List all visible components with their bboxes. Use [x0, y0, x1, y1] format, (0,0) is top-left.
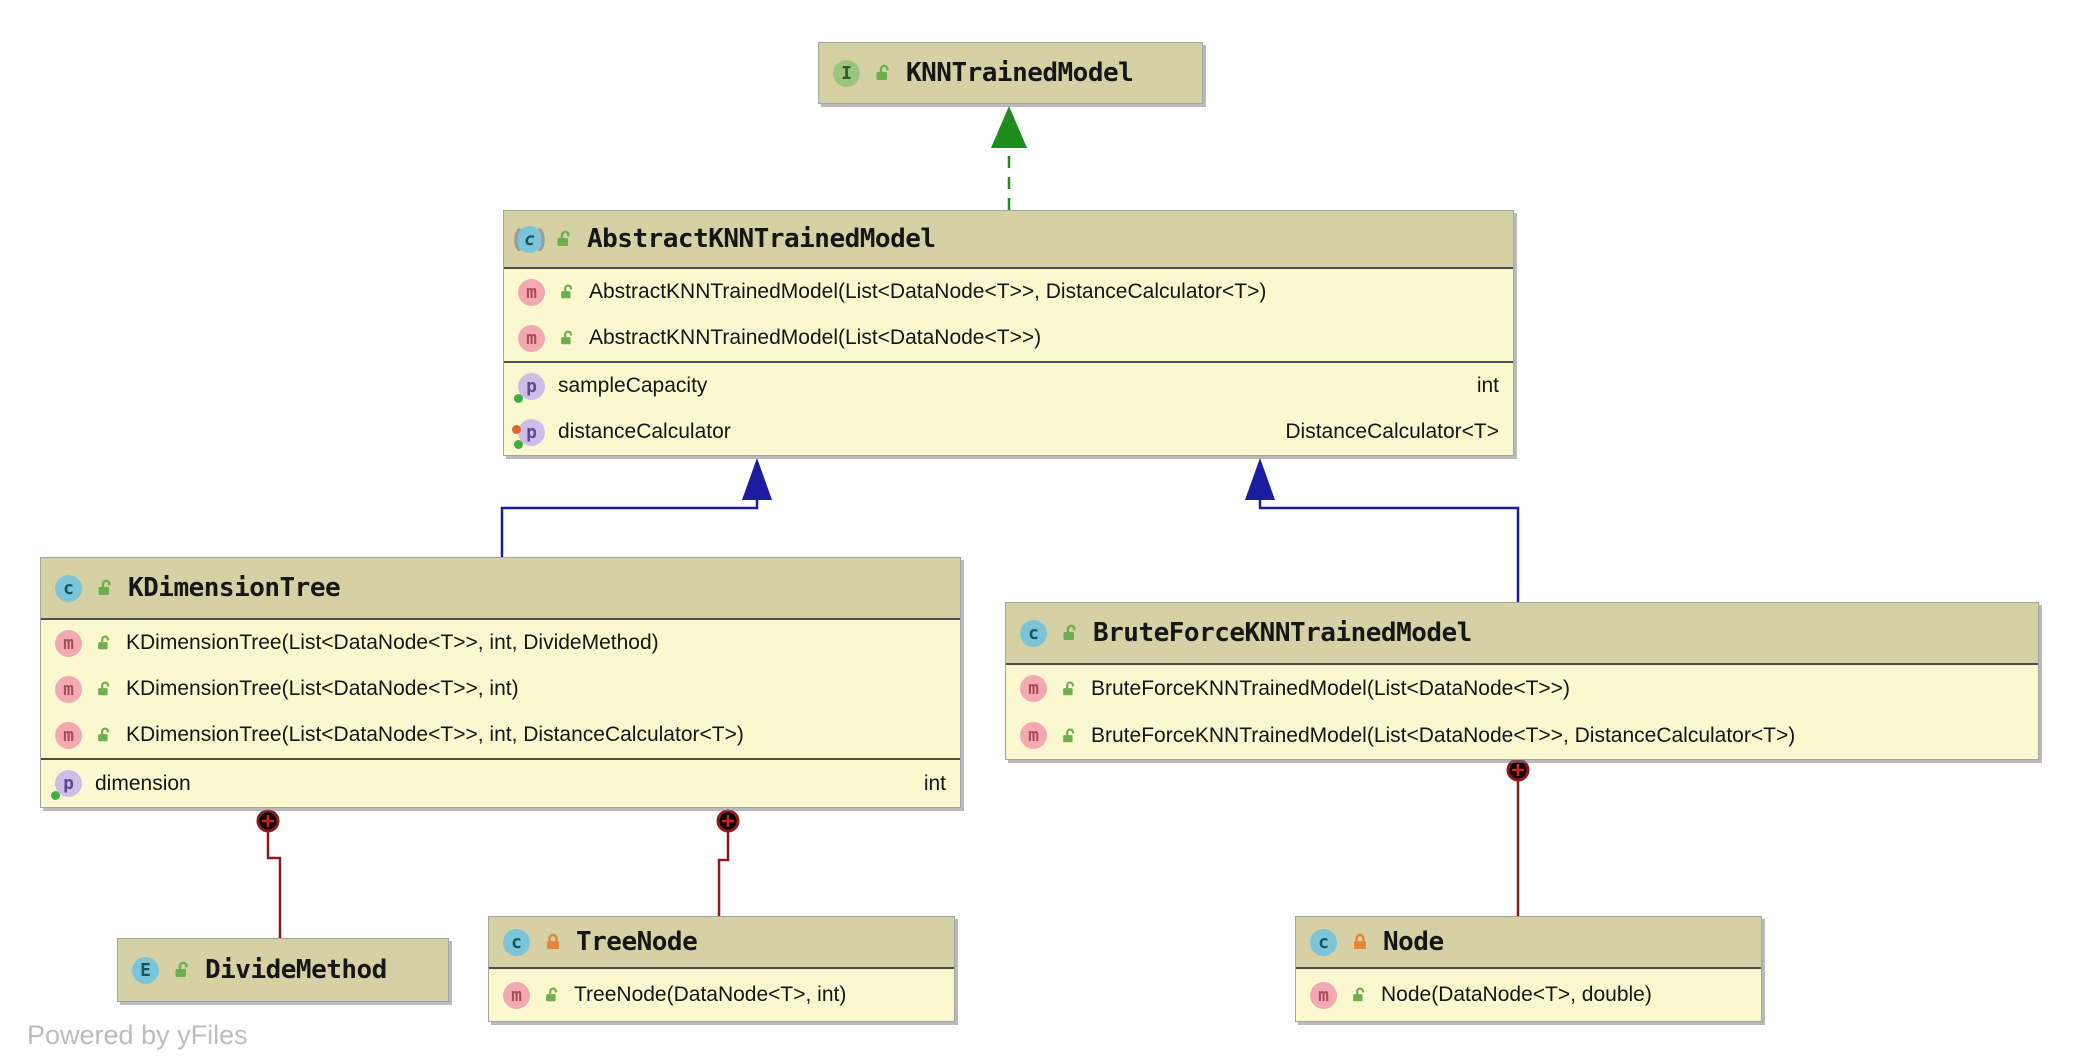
- method-signature: AbstractKNNTrainedModel(List<DataNode<T>…: [589, 280, 1267, 303]
- method-row[interactable]: m Node(DataNode<T>, double): [1296, 969, 1761, 1021]
- private-lock-icon: [547, 933, 559, 949]
- method-icon: m: [1020, 675, 1047, 702]
- public-lock-icon: [98, 635, 110, 650]
- class-node-kdimensiontree[interactable]: c KDimensionTree m KDimensionTree(List<D…: [40, 557, 961, 808]
- members-separator: [41, 758, 960, 760]
- public-lock-icon: [98, 681, 110, 696]
- public-lock-icon: [1063, 728, 1075, 742]
- property-icon: p: [51, 770, 82, 800]
- class-node-node[interactable]: c Node m Node(DataNode<T>, double): [1295, 916, 1762, 1022]
- modifier-dot-orange: [512, 424, 521, 434]
- modifier-dot-green: [51, 791, 60, 800]
- method-row[interactable]: m BruteForceKNNTrainedModel(List<DataNod…: [1006, 665, 2038, 712]
- method-row[interactable]: m KDimensionTree(List<DataNode<T>>, int): [41, 666, 960, 712]
- method-row[interactable]: m TreeNode(DataNode<T>, int): [489, 969, 954, 1021]
- class-node-bruteforceknntrainedmodel[interactable]: c BruteForceKNNTrainedModel m BruteForce…: [1005, 602, 2039, 760]
- class-title: KDimensionTree: [128, 573, 341, 603]
- method-icon: m: [1020, 722, 1047, 749]
- property-row[interactable]: p sampleCapacity int: [504, 363, 1513, 409]
- public-lock-icon: [546, 987, 558, 1002]
- property-row[interactable]: p dimension int: [41, 760, 960, 807]
- containment-edge-kdimensiontree-to-treenode[interactable]: [716, 809, 740, 916]
- method-icon: m: [518, 324, 545, 352]
- method-row[interactable]: m KDimensionTree(List<DataNode<T>>, int,…: [41, 620, 960, 666]
- containment-edge-bruteforce-to-node[interactable]: [1506, 758, 1530, 916]
- public-lock-icon: [98, 727, 110, 742]
- class-icon: c: [55, 574, 82, 602]
- public-lock-icon: [98, 579, 111, 595]
- enum-icon: E: [132, 956, 159, 984]
- generalization-edge-bruteforce-to-abstract[interactable]: [1245, 458, 1520, 602]
- abstract-class-icon: ( c ): [513, 225, 546, 253]
- method-icon: m: [1310, 981, 1337, 1009]
- property-name: dimension: [95, 771, 191, 795]
- method-row[interactable]: m AbstractKNNTrainedModel(List<DataNode<…: [504, 269, 1513, 315]
- method-signature: BruteForceKNNTrainedModel(List<DataNode<…: [1091, 676, 1570, 700]
- method-row[interactable]: m AbstractKNNTrainedModel(List<DataNode<…: [504, 315, 1513, 361]
- public-lock-icon: [561, 330, 573, 345]
- method-signature: TreeNode(DataNode<T>, int): [574, 983, 847, 1006]
- class-title: AbstractKNNTrainedModel: [587, 224, 936, 254]
- public-lock-icon: [561, 284, 573, 299]
- public-lock-icon: [557, 230, 570, 246]
- method-signature: KDimensionTree(List<DataNode<T>>, int, D…: [126, 631, 659, 654]
- public-lock-icon: [1063, 681, 1075, 695]
- class-node-abstractknntrainedmodel[interactable]: ( c ) AbstractKNNTrainedModel m Abstract…: [503, 210, 1514, 456]
- class-title: TreeNode: [576, 927, 698, 957]
- property-type: int: [1476, 374, 1499, 397]
- public-lock-icon: [1063, 624, 1076, 640]
- method-icon: m: [55, 675, 82, 703]
- generalization-edge-kdimensiontree-to-abstract[interactable]: [500, 458, 772, 557]
- class-node-knntrainedmodel[interactable]: I KNNTrainedModel: [818, 42, 1203, 104]
- modifier-dot-green: [514, 393, 523, 403]
- property-icon: p: [512, 418, 545, 449]
- property-row[interactable]: p distanceCalculator DistanceCalculator<…: [504, 409, 1513, 455]
- method-signature: Node(DataNode<T>, double): [1381, 983, 1652, 1006]
- containment-edge-kdimensiontree-to-dividemethod[interactable]: [256, 809, 282, 938]
- class-title: KNNTrainedModel: [906, 58, 1134, 88]
- property-name: distanceCalculator: [558, 420, 731, 443]
- members-separator: [504, 361, 1513, 363]
- method-row[interactable]: m KDimensionTree(List<DataNode<T>>, int,…: [41, 712, 960, 758]
- property-type: DistanceCalculator<T>: [1285, 420, 1499, 443]
- property-name: sampleCapacity: [558, 374, 708, 397]
- method-signature: KDimensionTree(List<DataNode<T>>, int, D…: [126, 723, 744, 746]
- realization-edge-abstract-to-knntrainedmodel[interactable]: [991, 106, 1027, 210]
- public-lock-icon: [876, 64, 889, 80]
- method-signature: AbstractKNNTrainedModel(List<DataNode<T>…: [589, 326, 1042, 349]
- modifier-dot-green: [514, 439, 523, 449]
- method-icon: m: [518, 278, 545, 306]
- class-node-treenode[interactable]: c TreeNode m TreeNode(DataNode<T>, int): [488, 916, 955, 1022]
- method-icon: m: [503, 981, 530, 1009]
- class-node-dividemethod[interactable]: E DivideMethod: [117, 938, 449, 1002]
- class-title: BruteForceKNNTrainedModel: [1093, 618, 1472, 648]
- method-row[interactable]: m BruteForceKNNTrainedModel(List<DataNod…: [1006, 712, 2038, 759]
- yfiles-watermark: Powered by yFiles: [27, 1020, 248, 1050]
- class-title: DivideMethod: [205, 955, 387, 985]
- method-signature: BruteForceKNNTrainedModel(List<DataNode<…: [1091, 723, 1796, 747]
- public-lock-icon: [175, 961, 188, 977]
- interface-icon: I: [833, 59, 860, 87]
- method-icon: m: [55, 629, 82, 657]
- private-lock-icon: [1354, 933, 1366, 949]
- class-icon: c: [1310, 928, 1337, 956]
- property-type: int: [923, 771, 946, 795]
- class-title: Node: [1383, 927, 1444, 957]
- public-lock-icon: [1353, 987, 1365, 1002]
- property-icon: p: [514, 372, 545, 403]
- method-signature: KDimensionTree(List<DataNode<T>>, int): [126, 677, 519, 700]
- class-icon: c: [1020, 619, 1047, 647]
- class-icon: c: [503, 928, 530, 956]
- method-icon: m: [55, 721, 82, 749]
